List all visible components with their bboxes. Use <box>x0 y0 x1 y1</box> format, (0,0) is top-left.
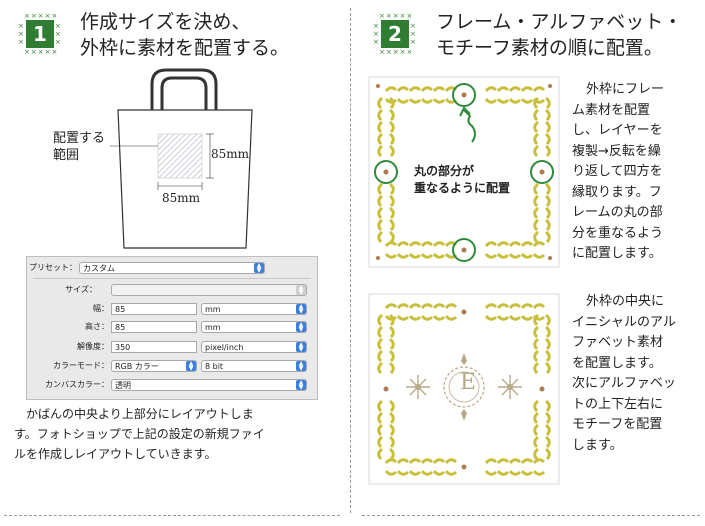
frame-callout: 丸の部分が 重なるように配置 <box>414 163 510 197</box>
step-2-heading-line-1: フレーム・アルファベット・ <box>436 11 683 33</box>
monogram-frame-figure <box>368 293 560 485</box>
preset-value: カスタム <box>83 264 115 273</box>
step-1-description-line-2: す。フォトショップで上記の設定の新規ファイ <box>14 427 265 441</box>
step-2-description-2-line-8: します。 <box>572 437 623 453</box>
step-2-number: 2 <box>381 20 409 48</box>
resolution-label: 解像度： <box>77 342 109 351</box>
step-2-description-1-line-6: 縁取ります。フ <box>572 184 662 200</box>
resolution-unit-dropdown-icon[interactable]: ▲▼ <box>296 342 306 353</box>
height-unit-dropdown-icon[interactable]: ▲▼ <box>296 322 306 333</box>
color-mode-label: カラーモード： <box>53 361 109 370</box>
step-1-heading-line-1: 作成サイズを決め、 <box>80 11 251 33</box>
step-1-description-line-3: ルを作成しレイアウトしていきます。 <box>14 447 217 461</box>
canvas-color-select[interactable]: 透明 ▲▼ <box>111 379 307 391</box>
frame-callout-line-1: 丸の部分が <box>414 164 475 178</box>
size-dropdown-icon[interactable]: ▲▼ <box>296 285 306 296</box>
step-1-number: 1 <box>26 20 54 48</box>
canvas-color-dropdown-icon[interactable]: ▲▼ <box>296 380 306 391</box>
step-2-description-1-line-4: 複製→反転を繰 <box>572 143 661 159</box>
width-unit-select[interactable]: mm ▲▼ <box>201 303 307 315</box>
step-2-description-2-line-6: トの上下左右に <box>572 396 664 412</box>
step-2-description-1: 外枠にフレー ム素材を配置 し、レイヤーを 複製→反転を繰 り返して四方を 縁取… <box>572 80 696 265</box>
color-mode-select[interactable]: RGB カラー ▲▼ <box>111 360 197 372</box>
color-mode-value: RGB カラー <box>115 362 159 371</box>
step-2-description-1-line-2: ム素材を配置 <box>572 102 651 118</box>
tote-bag-illustration <box>110 68 253 249</box>
step-2-heading: フレーム・アルファベット・ モチーフ素材の順に配置。 <box>436 9 682 61</box>
color-mode-dropdown-icon[interactable]: ▲▼ <box>186 361 196 372</box>
height-unit-value: mm <box>205 323 221 332</box>
width-input[interactable]: 85 <box>111 303 197 315</box>
step-2-description-1-line-1: 外枠にフレー <box>586 82 665 97</box>
preset-dropdown-icon[interactable]: ▲▼ <box>254 263 264 274</box>
step-2-description-1-line-3: し、レイヤーを <box>572 123 663 138</box>
size-select[interactable]: ▲▼ <box>111 284 307 296</box>
bottom-divider-left <box>4 515 340 516</box>
step-2-description-2: 外枠の中央に イニシャルのアル ファベット素材 を配置します。 次にアルファベッ… <box>572 292 696 456</box>
step-2-description-1-line-5: り返して四方を <box>572 164 663 179</box>
new-document-dialog: プリセット： カスタム ▲▼ サイズ： ▲▼ 幅： 85 mm ▲▼ 高さ： 8… <box>26 256 318 400</box>
resolution-unit-value: pixel/inch <box>205 343 244 352</box>
placement-area-label-line-2: 範囲 <box>53 148 80 163</box>
preset-label: プリセット： <box>29 263 77 272</box>
canvas-color-value: 透明 <box>115 381 131 390</box>
height-input[interactable]: 85 <box>111 321 197 333</box>
step-1-description: かばんの中央より上部分にレイアウトしま す。フォトショップで上記の設定の新規ファ… <box>14 404 265 464</box>
step-2-description-1-line-7: レームの丸の部 <box>572 205 663 220</box>
step-2-description-2-line-7: モチーフを配置 <box>572 417 663 432</box>
step-2-heading-line-2: モチーフ素材の順に配置。 <box>436 37 663 59</box>
dimension-height-label: 85mm <box>211 147 250 161</box>
step-1-heading: 作成サイズを決め、 外枠に素材を配置する。 <box>80 9 289 61</box>
step-2-description-2-line-5: 次にアルファベッ <box>572 376 676 391</box>
placement-area-label-line-1: 配置する <box>53 131 106 146</box>
height-unit-select[interactable]: mm ▲▼ <box>201 321 307 333</box>
width-label: 幅： <box>93 304 109 313</box>
column-divider <box>350 8 351 513</box>
width-unit-value: mm <box>205 305 221 314</box>
placement-area <box>157 133 203 179</box>
step-2-badge: ××××× 2 ××××× ××× ××× <box>373 12 417 56</box>
canvas-color-label: カンバスカラー： <box>45 380 109 389</box>
bit-depth-dropdown-icon[interactable]: ▲▼ <box>296 361 306 372</box>
bit-depth-select[interactable]: 8 bit ▲▼ <box>201 360 307 372</box>
step-2-description-2-line-1: 外枠の中央に <box>586 294 665 309</box>
step-2-description-2-line-2: イニシャルのアル <box>572 314 676 330</box>
height-label: 高さ： <box>85 322 109 331</box>
step-2-description-1-line-9: に配置します。 <box>572 246 662 261</box>
placement-area-label: 配置する 範囲 <box>53 130 105 164</box>
size-label: サイズ： <box>65 285 97 294</box>
frame-callout-line-2: 重なるように配置 <box>414 181 511 195</box>
bottom-divider-right <box>362 515 700 516</box>
step-2-description-1-line-8: 分を重なるよう <box>572 225 664 241</box>
dialog-separator <box>33 278 311 279</box>
step-2-description-2-line-4: を配置します。 <box>572 355 662 371</box>
step-1-badge: ××××× 1 ××××× ××× ××× <box>18 12 62 56</box>
bit-depth-value: 8 bit <box>205 362 224 371</box>
resolution-input[interactable]: 350 <box>111 341 197 353</box>
step-1-description-line-1: かばんの中央より上部分にレイアウトしま <box>26 407 254 421</box>
dimension-width-label: 85mm <box>162 191 201 205</box>
step-1-heading-line-2: 外枠に素材を配置する。 <box>80 37 290 59</box>
width-unit-dropdown-icon[interactable]: ▲▼ <box>296 304 306 315</box>
monogram-letter: E <box>459 370 477 395</box>
frame-placement-figure <box>368 76 560 268</box>
step-2-description-2-line-3: ファベット素材 <box>572 335 664 350</box>
resolution-unit-select[interactable]: pixel/inch ▲▼ <box>201 341 307 353</box>
preset-select[interactable]: カスタム ▲▼ <box>79 262 265 274</box>
